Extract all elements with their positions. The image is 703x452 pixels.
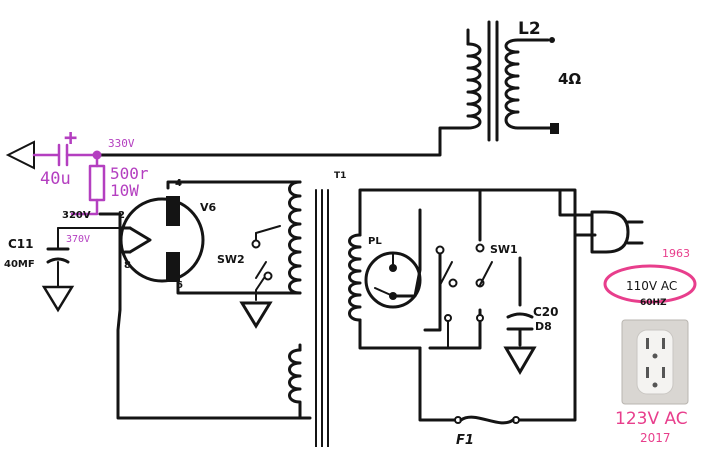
voltage-highlight-ellipse [603, 264, 697, 304]
t1-left-lower-winding [288, 343, 302, 420]
c20-label: C20 [533, 305, 559, 319]
coupling-cap-plus: + [64, 126, 77, 151]
c11-value: 40MF [4, 259, 35, 270]
sw2-label: SW2 [217, 253, 245, 266]
sw2-switch [239, 225, 281, 329]
ac-110-label: 110V AC [626, 279, 677, 293]
c20-capacitor [503, 312, 537, 375]
rectifier-tube-v6 [118, 196, 205, 283]
pilot-lamp-pl [364, 251, 422, 309]
output-terminal [5, 140, 102, 170]
l2-label: L2 [518, 19, 541, 39]
resistor-power: 10W [110, 181, 139, 200]
pl-label: PL [368, 236, 382, 247]
resistor-value: 500r [110, 164, 149, 183]
fuse-f1 [454, 415, 520, 425]
freq-60hz-label: 60HZ [640, 298, 667, 308]
wall-outlet-icon [621, 319, 689, 405]
c11-label: C11 [8, 237, 34, 251]
c11-capacitor [41, 227, 121, 313]
ac-123-label: 123V AC [615, 409, 688, 429]
voltage-320: 320V [62, 210, 91, 221]
coupling-cap-value: 40u [40, 169, 71, 189]
v6-label: V6 [200, 201, 217, 214]
tube-pin-2: 2 [118, 210, 125, 221]
speaker-impedance-label: 4Ω [558, 70, 581, 88]
t1-label: T1 [334, 171, 346, 181]
tube-pin-4: 4 [175, 178, 182, 189]
t1-right-winding [348, 233, 362, 322]
sw1-switch [435, 243, 493, 349]
year-2017: 2017 [640, 431, 671, 445]
node-voltage-330: 330V [108, 137, 135, 150]
f1-label: F1 [456, 433, 474, 447]
sw1-label: SW1 [490, 243, 518, 256]
tube-pin-6: 6 [176, 280, 183, 291]
c20-sub-label: D8 [535, 320, 552, 333]
tube-pin-8: 8 [124, 260, 131, 271]
year-1963: 1963 [662, 247, 690, 260]
resistor-500r [88, 164, 106, 202]
t1-transformer-core [315, 189, 329, 448]
output-transformer-l2 [466, 20, 559, 142]
ac-plug-icon [590, 210, 644, 254]
t1-left-upper-winding [288, 180, 302, 295]
voltage-370: 370V [66, 234, 90, 245]
main-wiring [57, 28, 597, 422]
